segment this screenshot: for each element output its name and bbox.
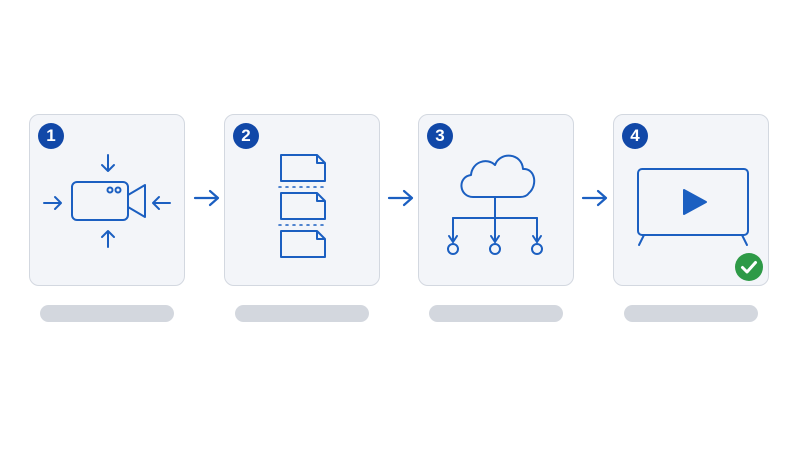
tv-play-icon bbox=[637, 168, 749, 246]
step-number-badge: 3 bbox=[427, 123, 453, 149]
checkmark-circle-icon bbox=[735, 253, 763, 281]
caption-placeholder-2 bbox=[235, 305, 369, 322]
step-card-1: 1 bbox=[29, 114, 185, 286]
step-card-3: 3 bbox=[418, 114, 574, 286]
cloud-distribution-icon bbox=[447, 154, 543, 255]
caption-placeholder-1 bbox=[40, 305, 174, 322]
caption-placeholder-4 bbox=[624, 305, 758, 322]
step-card-2: 2 bbox=[224, 114, 380, 286]
step-number-badge: 2 bbox=[233, 123, 259, 149]
step-number-badge: 1 bbox=[38, 123, 64, 149]
file-segments-icon bbox=[278, 154, 328, 258]
step-card-4: 4 bbox=[613, 114, 769, 286]
arrow-right-icon bbox=[387, 189, 414, 207]
video-camera-capture-icon bbox=[43, 154, 171, 248]
arrow-right-icon bbox=[581, 189, 608, 207]
step-number-badge: 4 bbox=[622, 123, 648, 149]
arrow-right-icon bbox=[193, 189, 220, 207]
caption-placeholder-3 bbox=[429, 305, 563, 322]
